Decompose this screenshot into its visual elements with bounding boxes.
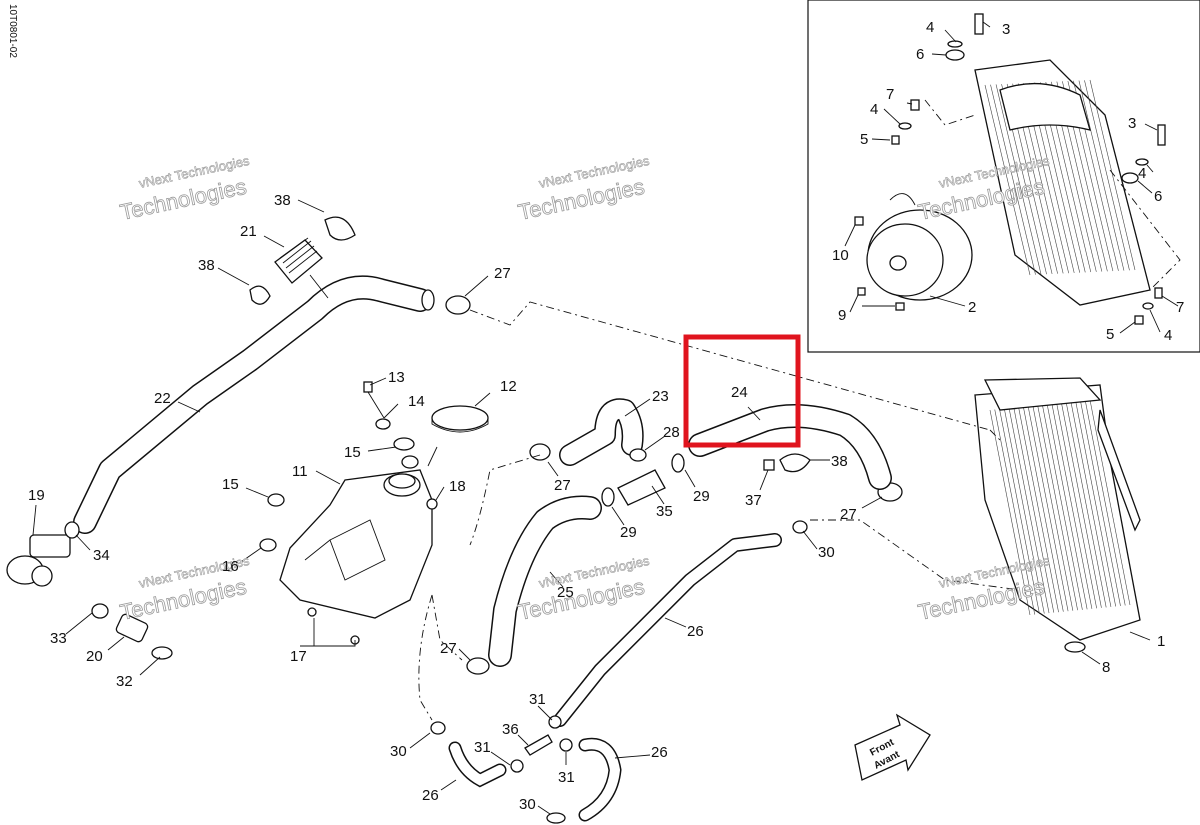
inset-fan-shroud: [866, 193, 973, 301]
callout-36: 36: [502, 721, 519, 738]
callout-numbers: 1 2 3 3 4 4 4 4 5 5 6 6 7 7 8 9 10 11 12…: [28, 19, 1184, 813]
callout-32: 32: [116, 673, 133, 690]
callout-30: 30: [519, 796, 536, 813]
callout-1: 1: [1157, 633, 1165, 650]
radiator: [974, 377, 1141, 653]
callout-37: 37: [745, 492, 762, 509]
clamp-38-a: [249, 285, 271, 305]
callout-26: 26: [422, 787, 439, 804]
callout-7: 7: [1176, 299, 1184, 316]
clamp-38-b: [324, 216, 356, 241]
callout-5: 5: [1106, 326, 1114, 343]
inset-detail-box: [807, 0, 1200, 353]
callout-29: 29: [620, 524, 637, 541]
callout-4: 4: [870, 101, 878, 118]
callout-34: 34: [93, 547, 110, 564]
callout-22: 22: [154, 390, 171, 407]
callout-19: 19: [28, 487, 45, 504]
callout-31: 31: [529, 691, 546, 708]
callout-35: 35: [656, 503, 673, 520]
callout-21: 21: [240, 223, 257, 240]
callout-4: 4: [1164, 327, 1172, 344]
thermostat-housing: [6, 534, 71, 587]
callout-23: 23: [652, 388, 669, 405]
callout-17: 17: [290, 648, 307, 665]
callout-31: 31: [474, 739, 491, 756]
callout-28: 28: [663, 424, 680, 441]
callout-7: 7: [886, 86, 894, 103]
callout-4: 4: [926, 19, 934, 36]
callout-26: 26: [687, 623, 704, 640]
radiator-cap: [431, 405, 489, 433]
callout-4: 4: [1138, 165, 1146, 182]
front-direction-arrow: Front Avant: [854, 713, 931, 781]
callout-30: 30: [390, 743, 407, 760]
callout-38: 38: [274, 192, 291, 209]
callout-3: 3: [1128, 115, 1136, 132]
leader-lines: [32, 199, 1151, 815]
callout-13: 13: [388, 369, 405, 386]
clamp-38-c: [779, 453, 811, 473]
callout-3: 3: [1002, 21, 1010, 38]
inset-radiator: [974, 59, 1151, 306]
callout-5: 5: [860, 131, 868, 148]
hose-fittings: [64, 448, 808, 824]
callout-12: 12: [500, 378, 517, 395]
callout-18: 18: [449, 478, 466, 495]
callout-11: 11: [292, 463, 308, 480]
callout-25: 25: [557, 584, 574, 601]
callout-31: 31: [558, 769, 575, 786]
callout-30: 30: [818, 544, 835, 561]
routing-lines: [418, 301, 1021, 721]
callout-38: 38: [831, 453, 848, 470]
callout-20: 20: [86, 648, 103, 665]
inset-hardware: [854, 13, 1166, 325]
callout-6: 6: [1154, 188, 1162, 205]
callout-8: 8: [1102, 659, 1110, 676]
callout-6: 6: [916, 46, 924, 63]
callout-27: 27: [440, 640, 457, 657]
document-reference: 10T0801-02: [7, 4, 18, 58]
callout-26: 26: [651, 744, 668, 761]
callout-15: 15: [222, 476, 239, 493]
callout-29: 29: [693, 488, 710, 505]
callout-15: 15: [344, 444, 361, 461]
callout-38: 38: [198, 257, 215, 274]
clamps-27: [445, 295, 903, 675]
callout-10: 10: [832, 247, 849, 264]
callout-16: 16: [222, 558, 239, 575]
callout-24: 24: [731, 384, 748, 401]
callout-27: 27: [494, 265, 511, 282]
highlight-box-part-24: [683, 334, 801, 448]
callout-27: 27: [554, 477, 571, 494]
inset-leader-lines: [844, 21, 1181, 334]
callout-9: 9: [838, 307, 846, 324]
tank-hardware: [259, 381, 438, 552]
expansion-tank: [279, 469, 433, 645]
hose-21: [274, 237, 323, 284]
callout-27: 27: [840, 506, 857, 523]
callout-33: 33: [50, 630, 67, 647]
callout-2: 2: [968, 299, 976, 316]
callout-14: 14: [408, 393, 425, 410]
